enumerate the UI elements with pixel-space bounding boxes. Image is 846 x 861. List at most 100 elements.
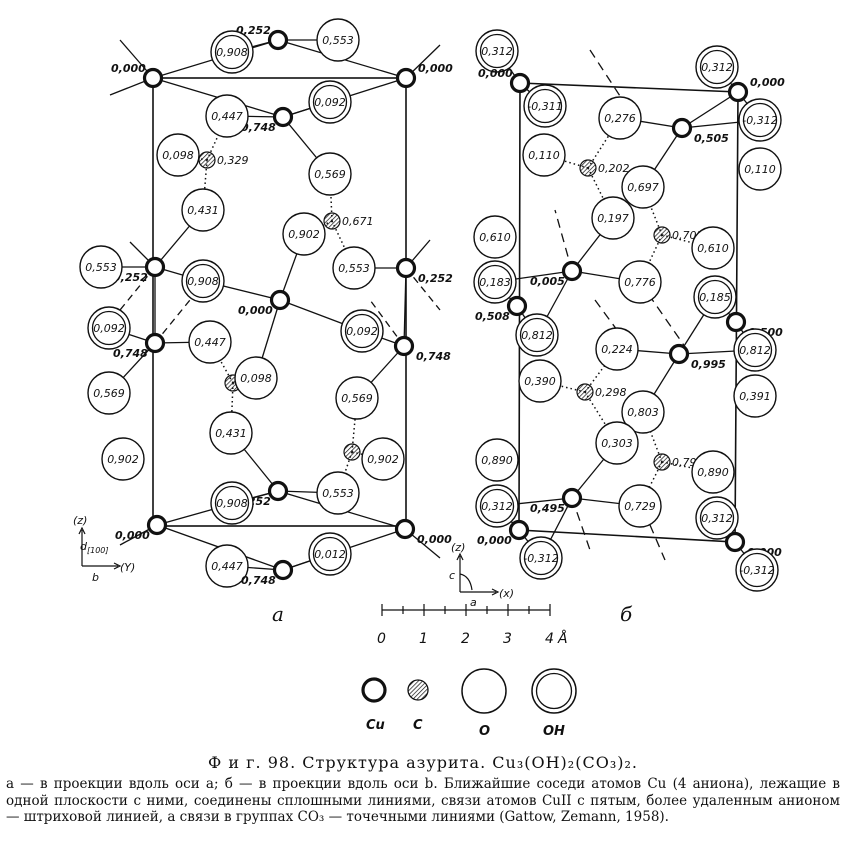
atom-oh: 0,183 xyxy=(473,260,517,304)
atom-o-value: 0,447 xyxy=(211,110,243,123)
atom-o-value: 0,098 xyxy=(162,149,194,162)
atom-oh-value: -0,312 xyxy=(739,564,774,577)
atom-o: 0,902 xyxy=(282,212,326,256)
atom-oh-value: 0,312 xyxy=(481,500,513,513)
atom-oh-value: 0,908 xyxy=(216,46,248,59)
atom-o: 0,224 xyxy=(595,327,639,371)
atom-oh: 0,312 xyxy=(475,29,519,73)
atom-o: 0,902 xyxy=(361,437,405,481)
atom-cu-value: 0,000 xyxy=(238,304,273,317)
atom-o: 0,098 xyxy=(156,133,200,177)
atom-o: 0,391 xyxy=(733,374,777,418)
atom-oh-value: 0,092 xyxy=(346,325,378,338)
atom-o: 0,890 xyxy=(691,450,735,494)
atom-cu: 0,000 xyxy=(395,62,453,89)
legend-cu-label: Cu xyxy=(366,718,385,733)
atom-oh-value: 0,312 xyxy=(481,45,513,58)
legend-c-symbol xyxy=(407,679,429,701)
atom-cu: 0,000 xyxy=(111,62,164,89)
panel-a-axes xyxy=(78,526,122,570)
atom-cu: 0,252 xyxy=(395,257,453,285)
atom-o: 0,803 xyxy=(621,390,665,434)
atom-cu-value: 0,748 xyxy=(113,347,148,360)
atom-cu-value: 0,495 xyxy=(530,502,565,515)
atom-c-value: 0,329 xyxy=(217,154,249,167)
atom-o-value: 0,902 xyxy=(107,453,139,466)
atom-cu: 0,505 xyxy=(671,117,729,145)
panel-a-cell xyxy=(152,77,407,527)
atom-o: 0,197 xyxy=(591,196,635,240)
atom-oh-value: 0,183 xyxy=(479,276,511,289)
panel-a-label: а xyxy=(272,602,284,626)
atom-o: 0,390 xyxy=(518,359,562,403)
atom-o: 0,276 xyxy=(598,96,642,140)
axis-x-label: (x) xyxy=(499,587,514,600)
atom-o: 0,890 xyxy=(475,438,519,482)
atom-o: 0,553 xyxy=(79,245,123,289)
atom-o-value: 0,890 xyxy=(697,466,729,479)
atom-o: 0,098 xyxy=(234,356,278,400)
legend-o-symbol xyxy=(461,668,507,714)
atom-cu: 0,748 xyxy=(241,106,294,134)
atom-c: 0,202 xyxy=(579,159,630,177)
atom-oh: 0,908 xyxy=(181,259,225,303)
atom-oh-value: -0,312 xyxy=(742,114,777,127)
panel-b-atoms: 0,3120,000-0,3110,3120,000-0,3120,2760,5… xyxy=(473,29,785,592)
panel-b-axes xyxy=(456,552,500,596)
atom-cu: 0,000 xyxy=(477,519,530,547)
atom-cu: 0,000 xyxy=(115,514,168,542)
atom-oh: 0,812 xyxy=(733,328,777,372)
atom-o: 0,569 xyxy=(308,152,352,196)
atom-oh-value: 0,012 xyxy=(314,548,346,561)
atom-o: 0,553 xyxy=(316,471,360,515)
atom-oh: -0,312 xyxy=(738,98,782,142)
atom-o-value: 0,803 xyxy=(627,406,659,419)
atom-oh-value: 0,092 xyxy=(314,96,346,109)
atom-o-value: 0,098 xyxy=(240,372,272,385)
atom-oh: 0,312 xyxy=(475,484,519,528)
atom-o: 0,610 xyxy=(473,215,517,259)
atom-o: 0,729 xyxy=(618,484,662,528)
figure-caption: Ф и г. 98. Структура азурита. Cu₃(OH)₂(C… xyxy=(0,753,846,826)
atom-o: 0,902 xyxy=(101,437,145,481)
atom-o-value: 0,431 xyxy=(187,204,219,217)
atom-o-value: 0,390 xyxy=(524,375,556,388)
atom-o: 0,447 xyxy=(205,94,249,138)
atom-oh: 0,312 xyxy=(695,45,739,89)
caption-title-line: Ф и г. 98. Структура азурита. Cu₃(OH)₂(C… xyxy=(0,753,846,772)
axis-z-label-a: (z) xyxy=(73,514,87,527)
scale-tick-2: 2 xyxy=(461,631,470,647)
panel-a-dashed xyxy=(119,266,441,347)
legend-oh-label: OH xyxy=(543,724,565,739)
atom-o: 0,110 xyxy=(738,147,782,191)
atom-oh: 0,012 xyxy=(308,532,352,576)
atom-oh: 0,312 xyxy=(695,496,739,540)
caption-description: а — в проекции вдоль оси а; б — в проекц… xyxy=(6,776,840,825)
atom-oh: -0,312 xyxy=(519,536,563,580)
atom-o-value: 0,276 xyxy=(604,112,636,125)
atom-cu-value: 0,000 xyxy=(750,76,785,89)
atom-oh-value: 0,908 xyxy=(187,275,219,288)
atom-cu: 0,000 xyxy=(394,518,452,546)
axis-d-label: d[100] xyxy=(80,540,109,555)
panel-b-dashed xyxy=(554,49,691,561)
scale-tick-4: 4 xyxy=(545,631,554,647)
atom-cu-value: 0,005 xyxy=(530,275,565,288)
atom-o-value: 0,776 xyxy=(624,276,656,289)
atom-o: 0,553 xyxy=(332,246,376,290)
atom-o-value: 0,569 xyxy=(314,168,346,181)
axis-a-label: a xyxy=(470,596,477,609)
atom-cu: 0,748 xyxy=(393,335,451,363)
atom-c-value: 0,671 xyxy=(342,215,374,228)
atom-o: 0,431 xyxy=(181,188,225,232)
atom-c: 0,298 xyxy=(576,383,627,401)
atom-cu-value: 0,748 xyxy=(241,121,276,134)
atom-oh: 0,185 xyxy=(693,275,737,319)
atom-o: 0,610 xyxy=(691,226,735,270)
atom-c-value: 0,202 xyxy=(598,162,630,175)
atom-o-value: 0,224 xyxy=(601,343,633,356)
atom-cu-value: 0,000 xyxy=(417,533,452,546)
axis-b-label: b xyxy=(92,571,99,584)
atom-o-value: 0,569 xyxy=(341,392,373,405)
